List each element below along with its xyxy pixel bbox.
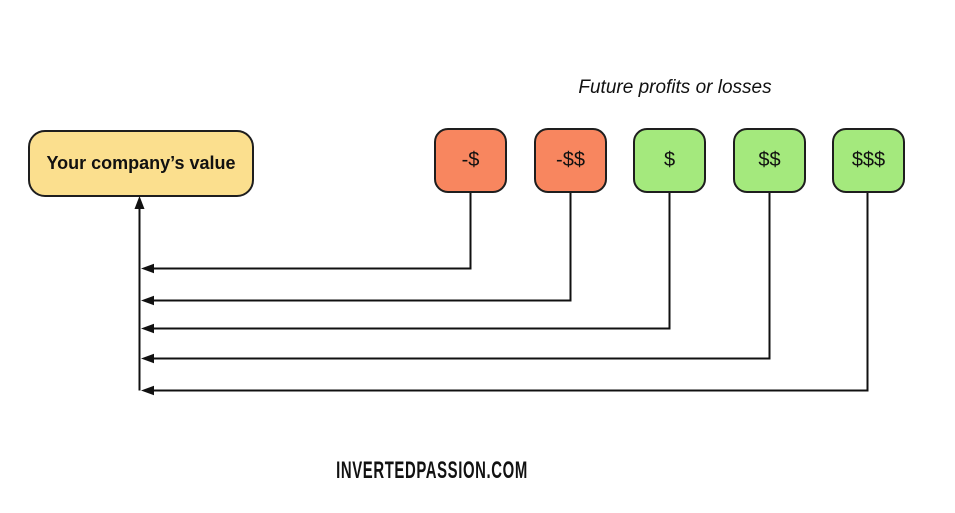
arrowhead-left xyxy=(141,295,154,306)
company-value-label: Your company’s value xyxy=(46,153,236,173)
trunk-arrow-to-value-box xyxy=(134,196,145,391)
footer-watermark: INVERTEDPASSION.COM xyxy=(277,457,586,485)
loss-box-small: -$ xyxy=(434,128,507,193)
connector-profit-small xyxy=(141,193,671,334)
footer-text: INVERTEDPASSION.COM xyxy=(336,457,528,484)
profit-box-medium: $$ xyxy=(733,128,806,193)
connector-profit-large xyxy=(141,193,869,396)
connector-loss-large xyxy=(141,193,572,306)
arrowhead-left xyxy=(141,385,154,396)
arrowhead-left xyxy=(141,353,154,364)
profit-box-small: $ xyxy=(633,128,706,193)
arrowhead-left xyxy=(141,263,154,274)
profit-box-large: $$$ xyxy=(832,128,905,193)
arrowhead-left xyxy=(141,323,154,334)
arrowhead-up xyxy=(134,196,145,209)
company-value-box: Your company’s value xyxy=(28,130,254,197)
loss-box-large: -$$ xyxy=(534,128,607,193)
connector-loss-small xyxy=(141,193,472,274)
diagram-title: Future profits or losses xyxy=(578,77,772,98)
connector-profit-medium xyxy=(141,193,771,364)
